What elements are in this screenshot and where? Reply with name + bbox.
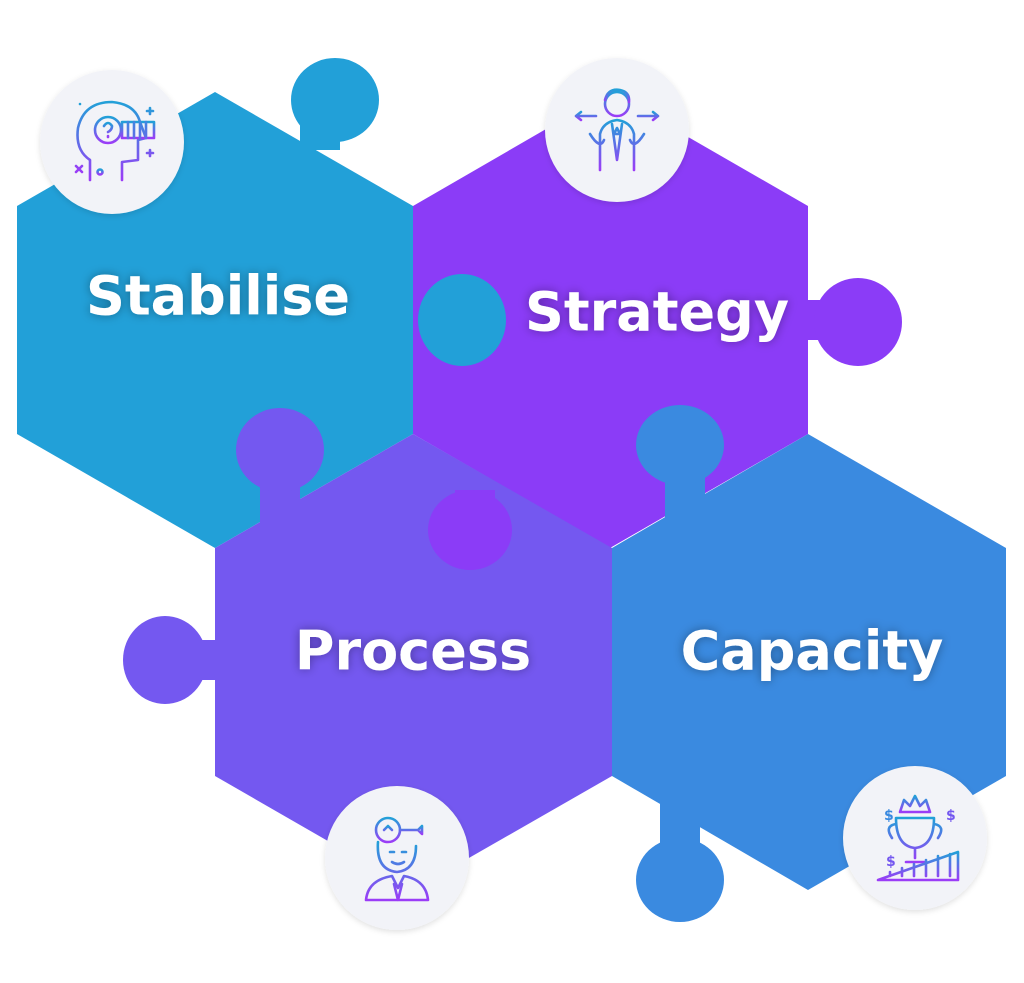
label-process: Process [295,620,531,683]
svg-text:$: $ [946,808,956,824]
svg-text:$: $ [884,808,894,824]
businessman-decision-icon [545,58,689,202]
label-capacity: Capacity [681,620,944,683]
label-strategy: Strategy [525,281,789,344]
piece-process [123,408,612,890]
svg-text:$: $ [886,854,896,870]
mind-question-icon [40,70,184,214]
person-idea-bulb-icon [325,786,469,930]
label-stabilise: Stabilise [86,265,350,328]
trophy-growth-icon: $ $ $ [843,766,987,910]
